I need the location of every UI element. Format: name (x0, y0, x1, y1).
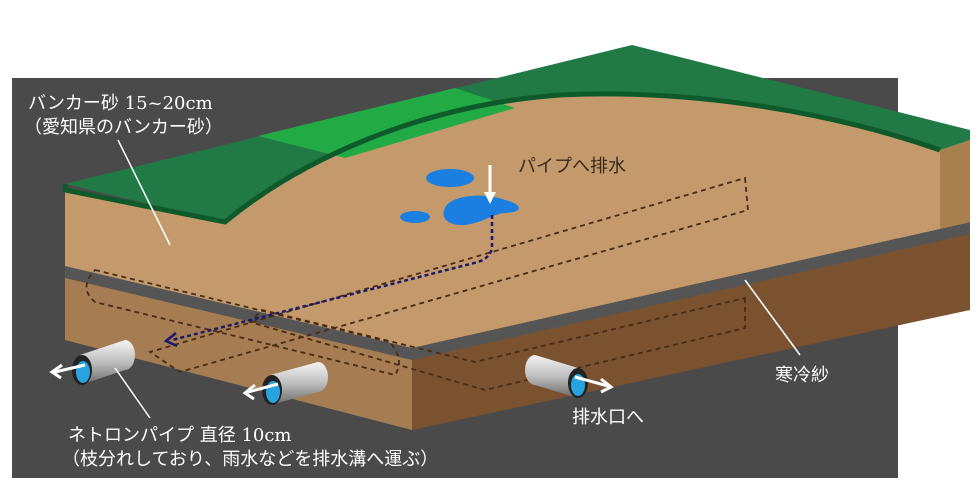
netron-pipe-label: ネトロンパイプ 直径 10cm (68, 425, 292, 446)
water-puddle (443, 195, 519, 226)
pipe-outlet (49, 340, 135, 385)
water-flow-path (171, 215, 494, 342)
bunker-sand-label: バンカー砂 15~20cm (28, 93, 213, 114)
leader-line (114, 367, 151, 419)
pipe-outlet (525, 355, 614, 398)
down-arrow-icon (484, 165, 496, 204)
cheesecloth-layer (65, 222, 970, 360)
leader-line (744, 279, 801, 356)
turf (65, 45, 970, 222)
drain-to-pipe-label: パイプへ排水 (518, 156, 626, 177)
turf-light-patch (258, 88, 515, 158)
trench-outlines (85, 176, 749, 391)
sand-right-face (940, 140, 970, 229)
turf-edge (62, 91, 941, 225)
water-puddle (400, 211, 430, 223)
sand-layer (65, 93, 970, 348)
cheesecloth-label: 寒冷紗 (775, 365, 829, 386)
water-puddle (426, 169, 474, 187)
netron-pipe-note: （枝分れしており、雨水などを排水溝へ運ぶ） (62, 449, 439, 470)
bunker-sand-note: （愛知県のバンカー砂） (24, 117, 223, 138)
soil-left-face (65, 276, 412, 430)
trench-main (147, 176, 749, 373)
pipe-outlet (242, 362, 328, 405)
leader-line (117, 139, 171, 246)
flow-arrowhead-icon (163, 332, 178, 348)
trench-lower (248, 296, 746, 391)
to-outlet-label: 排水口へ (572, 407, 644, 428)
